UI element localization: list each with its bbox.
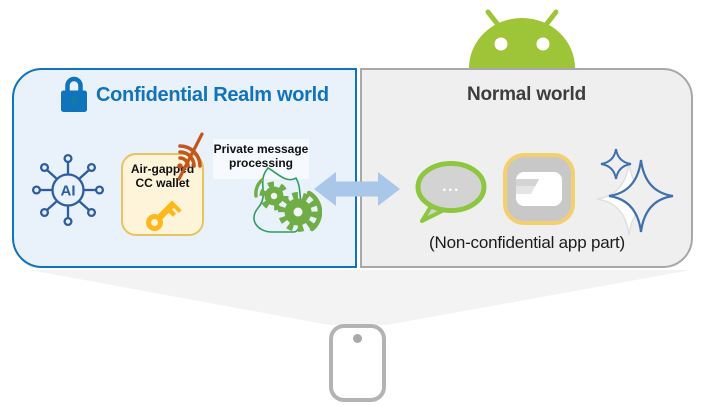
normal-title: Normal world [466,84,586,105]
android-robot-icon [469,9,575,68]
no-wifi-icon [177,132,204,181]
ai-chip-label: AI [61,183,76,200]
confidential-title: Confidential Realm world [96,84,329,106]
processing-label-background [213,139,309,179]
key-icon [145,200,182,231]
processing-label: Private message processing [213,142,309,170]
lock-icon [61,76,87,112]
normal-caption: (Non-confidential app part) [429,233,625,252]
double-arrow-icon [314,172,400,206]
chat-bubble-icon: ... [415,161,487,223]
wallet-app-icon [503,153,575,225]
ai-chip-icon: AI [31,153,105,227]
bubble-dots: ... [442,178,460,195]
phone-camera-dot [353,334,362,343]
gears-processing-icon [253,167,322,233]
funnel-shape [29,270,692,325]
smartphone-icon [329,324,386,402]
ai-sparkle-icon [596,148,674,236]
